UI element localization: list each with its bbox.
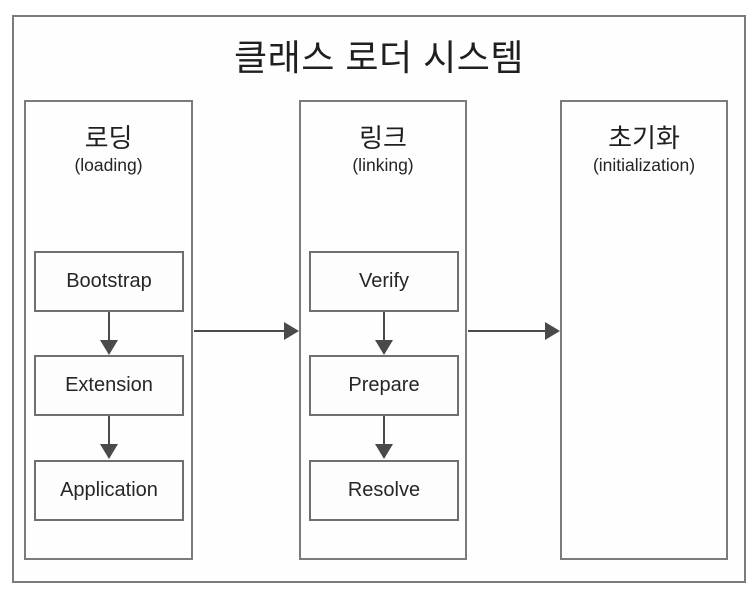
- step-bootstrap: Bootstrap: [34, 251, 184, 312]
- diagram-title: 클래스 로더 시스템: [234, 37, 524, 78]
- arrow-head-right-icon: [545, 322, 560, 340]
- linking-subtitle-english: (linking): [352, 155, 414, 175]
- arrow-bootstrap-to-extension: [100, 312, 118, 355]
- loading-title-korean: 로딩: [84, 123, 133, 153]
- arrow-head-down-icon: [375, 444, 393, 459]
- step-resolve: Resolve: [309, 460, 459, 521]
- arrow-head-down-icon: [100, 340, 118, 355]
- step-verify: Verify: [309, 251, 459, 312]
- arrow-head-down-icon: [100, 444, 118, 459]
- step-verify-label: Verify: [358, 270, 410, 292]
- initialization-title-korean: 초기화: [608, 123, 680, 153]
- step-prepare-label: Prepare: [348, 374, 420, 396]
- step-extension: Extension: [34, 355, 184, 416]
- arrow-linking-to-initialization: [468, 322, 560, 340]
- arrow-extension-to-application: [100, 416, 118, 459]
- linking-title-korean: 링크: [359, 123, 407, 153]
- arrow-line: [383, 312, 385, 342]
- arrow-line: [468, 330, 547, 332]
- arrow-loading-to-linking: [194, 322, 299, 340]
- phase-box-initialization: 초기화 (initialization): [560, 100, 728, 560]
- loading-subtitle-english: (loading): [74, 155, 143, 175]
- step-application-label: Application: [60, 479, 158, 501]
- arrow-line: [108, 416, 110, 446]
- arrow-verify-to-prepare: [375, 312, 393, 355]
- initialization-subtitle-english: (initialization): [592, 155, 696, 175]
- step-prepare: Prepare: [309, 355, 459, 416]
- arrow-head-down-icon: [375, 340, 393, 355]
- step-bootstrap-label: Bootstrap: [66, 270, 152, 292]
- arrow-head-right-icon: [284, 322, 299, 340]
- step-resolve-label: Resolve: [347, 479, 421, 501]
- arrow-line: [194, 330, 286, 332]
- phase-box-linking: 링크 (linking) Verify Prepare Resolve: [299, 100, 467, 560]
- step-extension-label: Extension: [65, 374, 153, 396]
- step-application: Application: [34, 460, 184, 521]
- phase-box-loading: 로딩 (loading) Bootstrap Extension Applica…: [24, 100, 193, 560]
- arrow-line: [108, 312, 110, 342]
- arrow-prepare-to-resolve: [375, 416, 393, 459]
- arrow-line: [383, 416, 385, 446]
